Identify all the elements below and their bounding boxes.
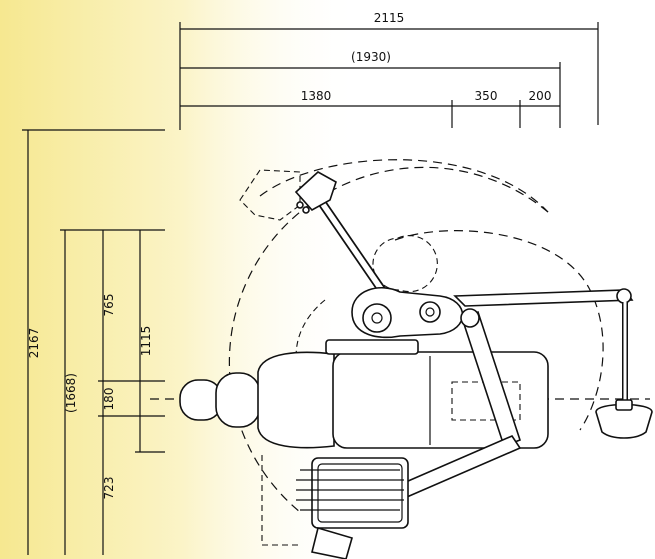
dim-inner-width: (1930) bbox=[351, 50, 391, 64]
base-plate bbox=[325, 339, 419, 355]
dim-inner-length: (1668) bbox=[64, 373, 78, 413]
backrest bbox=[257, 351, 335, 449]
instrument-tray bbox=[311, 457, 409, 529]
dim-middle-section: 180 bbox=[102, 388, 116, 411]
dim-segment-b: 350 bbox=[475, 89, 498, 103]
dim-segment-a: 1380 bbox=[301, 89, 332, 103]
head-cushion bbox=[215, 372, 261, 428]
delivery-arm-assembly bbox=[296, 308, 522, 559]
light-arm bbox=[453, 289, 634, 307]
swing-arcs bbox=[228, 159, 604, 546]
dim-overall-width: 2115 bbox=[374, 11, 405, 25]
dim-arm-reach: 1115 bbox=[139, 326, 153, 357]
dim-segment-c: 200 bbox=[529, 89, 552, 103]
operating-light bbox=[595, 403, 653, 439]
top-dimensions: 2115 (1930) 1380 350 200 bbox=[179, 11, 599, 130]
foot-control bbox=[311, 526, 353, 559]
dim-lower-section: 723 bbox=[102, 477, 116, 500]
dim-upper-section: 765 bbox=[102, 294, 116, 317]
left-dimensions: 2167 (1668) 765 180 723 1115 bbox=[22, 129, 165, 555]
light-arm-assembly bbox=[294, 171, 653, 439]
dim-overall-length: 2167 bbox=[27, 328, 41, 359]
arm-head bbox=[294, 171, 337, 212]
